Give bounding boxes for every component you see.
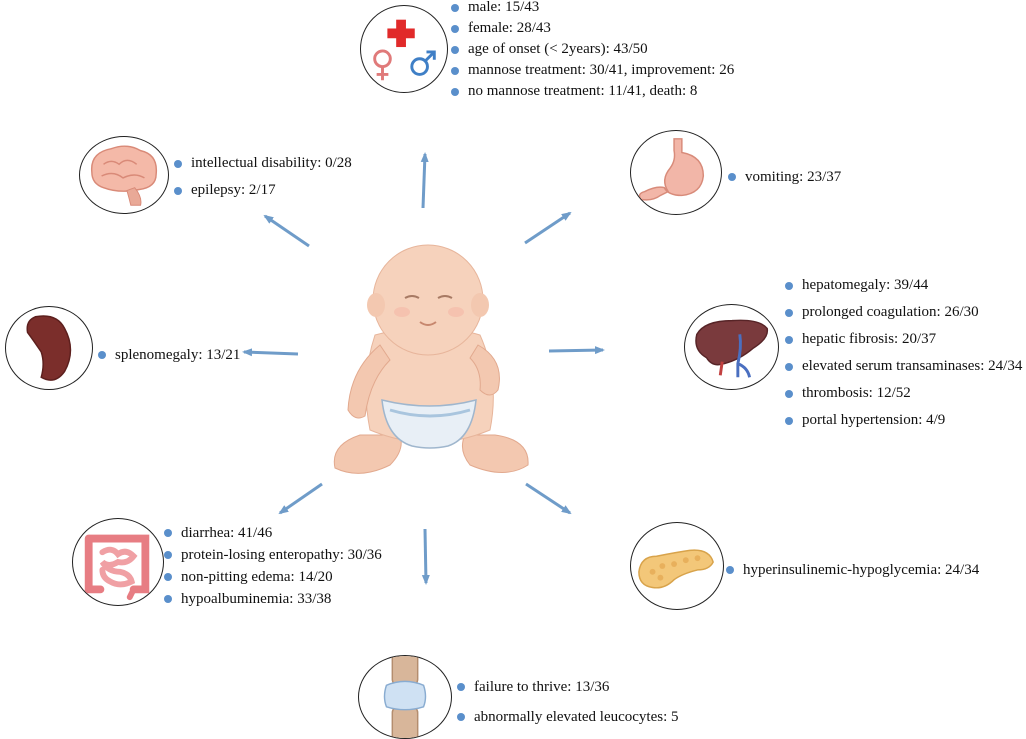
general-list: male: 15/43 female: 28/43 age of onset (… <box>450 0 734 102</box>
arrow-left <box>242 348 299 357</box>
spleen-icon-circle <box>5 306 93 390</box>
liver-icon <box>695 319 769 378</box>
list-item: prolonged coagulation: 26/30 <box>784 299 1022 326</box>
list-item: mannose treatment: 30/41, improvement: 2… <box>450 60 734 81</box>
arrow-up <box>420 152 429 209</box>
arrow-up-right <box>524 211 572 245</box>
list-item: age of onset (< 2years): 43/50 <box>450 39 734 60</box>
list-item: hepatomegaly: 39/44 <box>784 272 1022 299</box>
list-item: hyperinsulinemic-hypoglycemia: 24/34 <box>725 559 979 581</box>
pancreas-list: hyperinsulinemic-hypoglycemia: 24/34 <box>725 559 979 581</box>
list-item: hypoalbuminemia: 33/38 <box>163 588 382 610</box>
brain-icon-circle <box>79 136 169 214</box>
list-item: intellectual disability: 0/28 <box>173 150 352 177</box>
stomach-icon-circle <box>630 130 722 215</box>
arrow-right <box>548 346 605 355</box>
spleen-icon <box>26 315 72 381</box>
arrow-down <box>421 528 430 585</box>
arrow-up-left <box>263 214 310 248</box>
stomach-list: vomiting: 23/37 <box>727 166 841 188</box>
pancreas-icon <box>638 549 714 589</box>
list-item: failure to thrive: 13/36 <box>456 672 679 702</box>
arrow-down-left <box>278 482 323 515</box>
baby-illustration <box>333 244 529 474</box>
general-icon-circle <box>360 5 448 93</box>
liver-list: hepatomegaly: 39/44 prolonged coagulatio… <box>784 272 1022 434</box>
list-item: thrombosis: 12/52 <box>784 380 1022 407</box>
list-item: no mannose treatment: 11/41, death: 8 <box>450 81 734 102</box>
list-item: splenomegaly: 13/21 <box>97 344 240 366</box>
list-item: protein-losing enteropathy: 30/36 <box>163 544 382 566</box>
joint-list: failure to thrive: 13/36 abnormally elev… <box>456 672 679 732</box>
joint-icon <box>383 656 427 738</box>
pancreas-icon-circle <box>630 522 724 610</box>
list-item: epilepsy: 2/17 <box>173 177 352 204</box>
list-item: hepatic fibrosis: 20/37 <box>784 326 1022 353</box>
list-item: female: 28/43 <box>450 18 734 39</box>
list-item: elevated serum transaminases: 24/34 <box>784 353 1022 380</box>
spleen-list: splenomegaly: 13/21 <box>97 344 240 366</box>
stomach-icon <box>638 138 705 201</box>
intestine-icon <box>84 534 150 601</box>
list-item: vomiting: 23/37 <box>727 166 841 188</box>
liver-icon-circle <box>684 304 779 390</box>
joint-icon-circle <box>358 655 452 739</box>
list-item: diarrhea: 41/46 <box>163 522 382 544</box>
list-item: abnormally elevated leucocytes: 5 <box>456 702 679 732</box>
list-item: non-pitting edema: 14/20 <box>163 566 382 588</box>
gender-cross-icon <box>373 19 436 81</box>
intestine-list: diarrhea: 41/46 protein-losing enteropat… <box>163 522 382 610</box>
intestine-icon-circle <box>72 518 164 606</box>
list-item: portal hypertension: 4/9 <box>784 407 1022 434</box>
brain-icon <box>90 145 158 206</box>
list-item: male: 15/43 <box>450 0 734 18</box>
brain-list: intellectual disability: 0/28 epilepsy: … <box>173 150 352 204</box>
